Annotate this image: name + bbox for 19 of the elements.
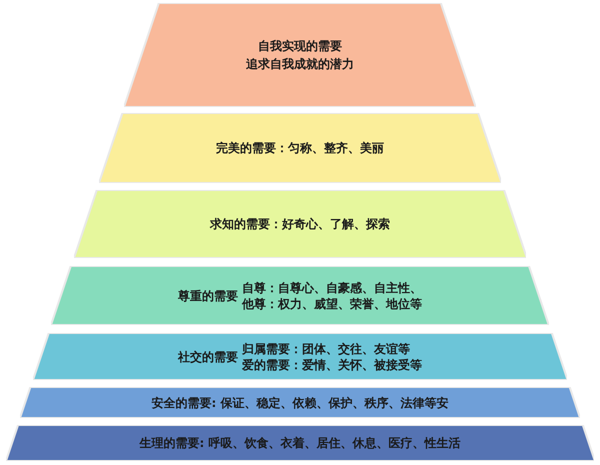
level-heading: 自我实现的需要: [258, 38, 342, 55]
pyramid-level: [51, 266, 549, 325]
level-detail: 爱的需要：爱情、关怀、被接受等: [242, 356, 422, 372]
pyramid-level: [32, 333, 568, 380]
level-heading: 完美的需要：匀称、整齐、美丽: [216, 140, 384, 157]
level-detail: 追求自我成就的潜力: [246, 56, 354, 73]
pyramid-level: [74, 190, 526, 258]
level-detail: 自尊：自尊心、自豪感、自主性、: [242, 280, 422, 296]
pyramid-level: [98, 113, 502, 183]
level-heading: 尊重的需要: [178, 288, 238, 304]
level-heading: 求知的需要：好奇心、了解、探索: [210, 216, 390, 233]
level-heading: 安全的需要: 保证、稳定、依赖、保护、秩序、法律等安: [152, 394, 448, 412]
level-detail: 归属需要：团体、交往、友谊等: [242, 340, 411, 356]
pyramid-level: [20, 387, 580, 418]
pyramid-level: [6, 425, 594, 461]
level-heading: 生理的需要: 呼吸、饮食、衣着、居住、休息、医疗、性生活: [140, 435, 460, 452]
pyramid-level: [124, 3, 476, 107]
level-heading: 社交的需要: [178, 348, 238, 366]
level-detail: 他尊：权力、威望、荣誉、地位等: [242, 296, 422, 312]
